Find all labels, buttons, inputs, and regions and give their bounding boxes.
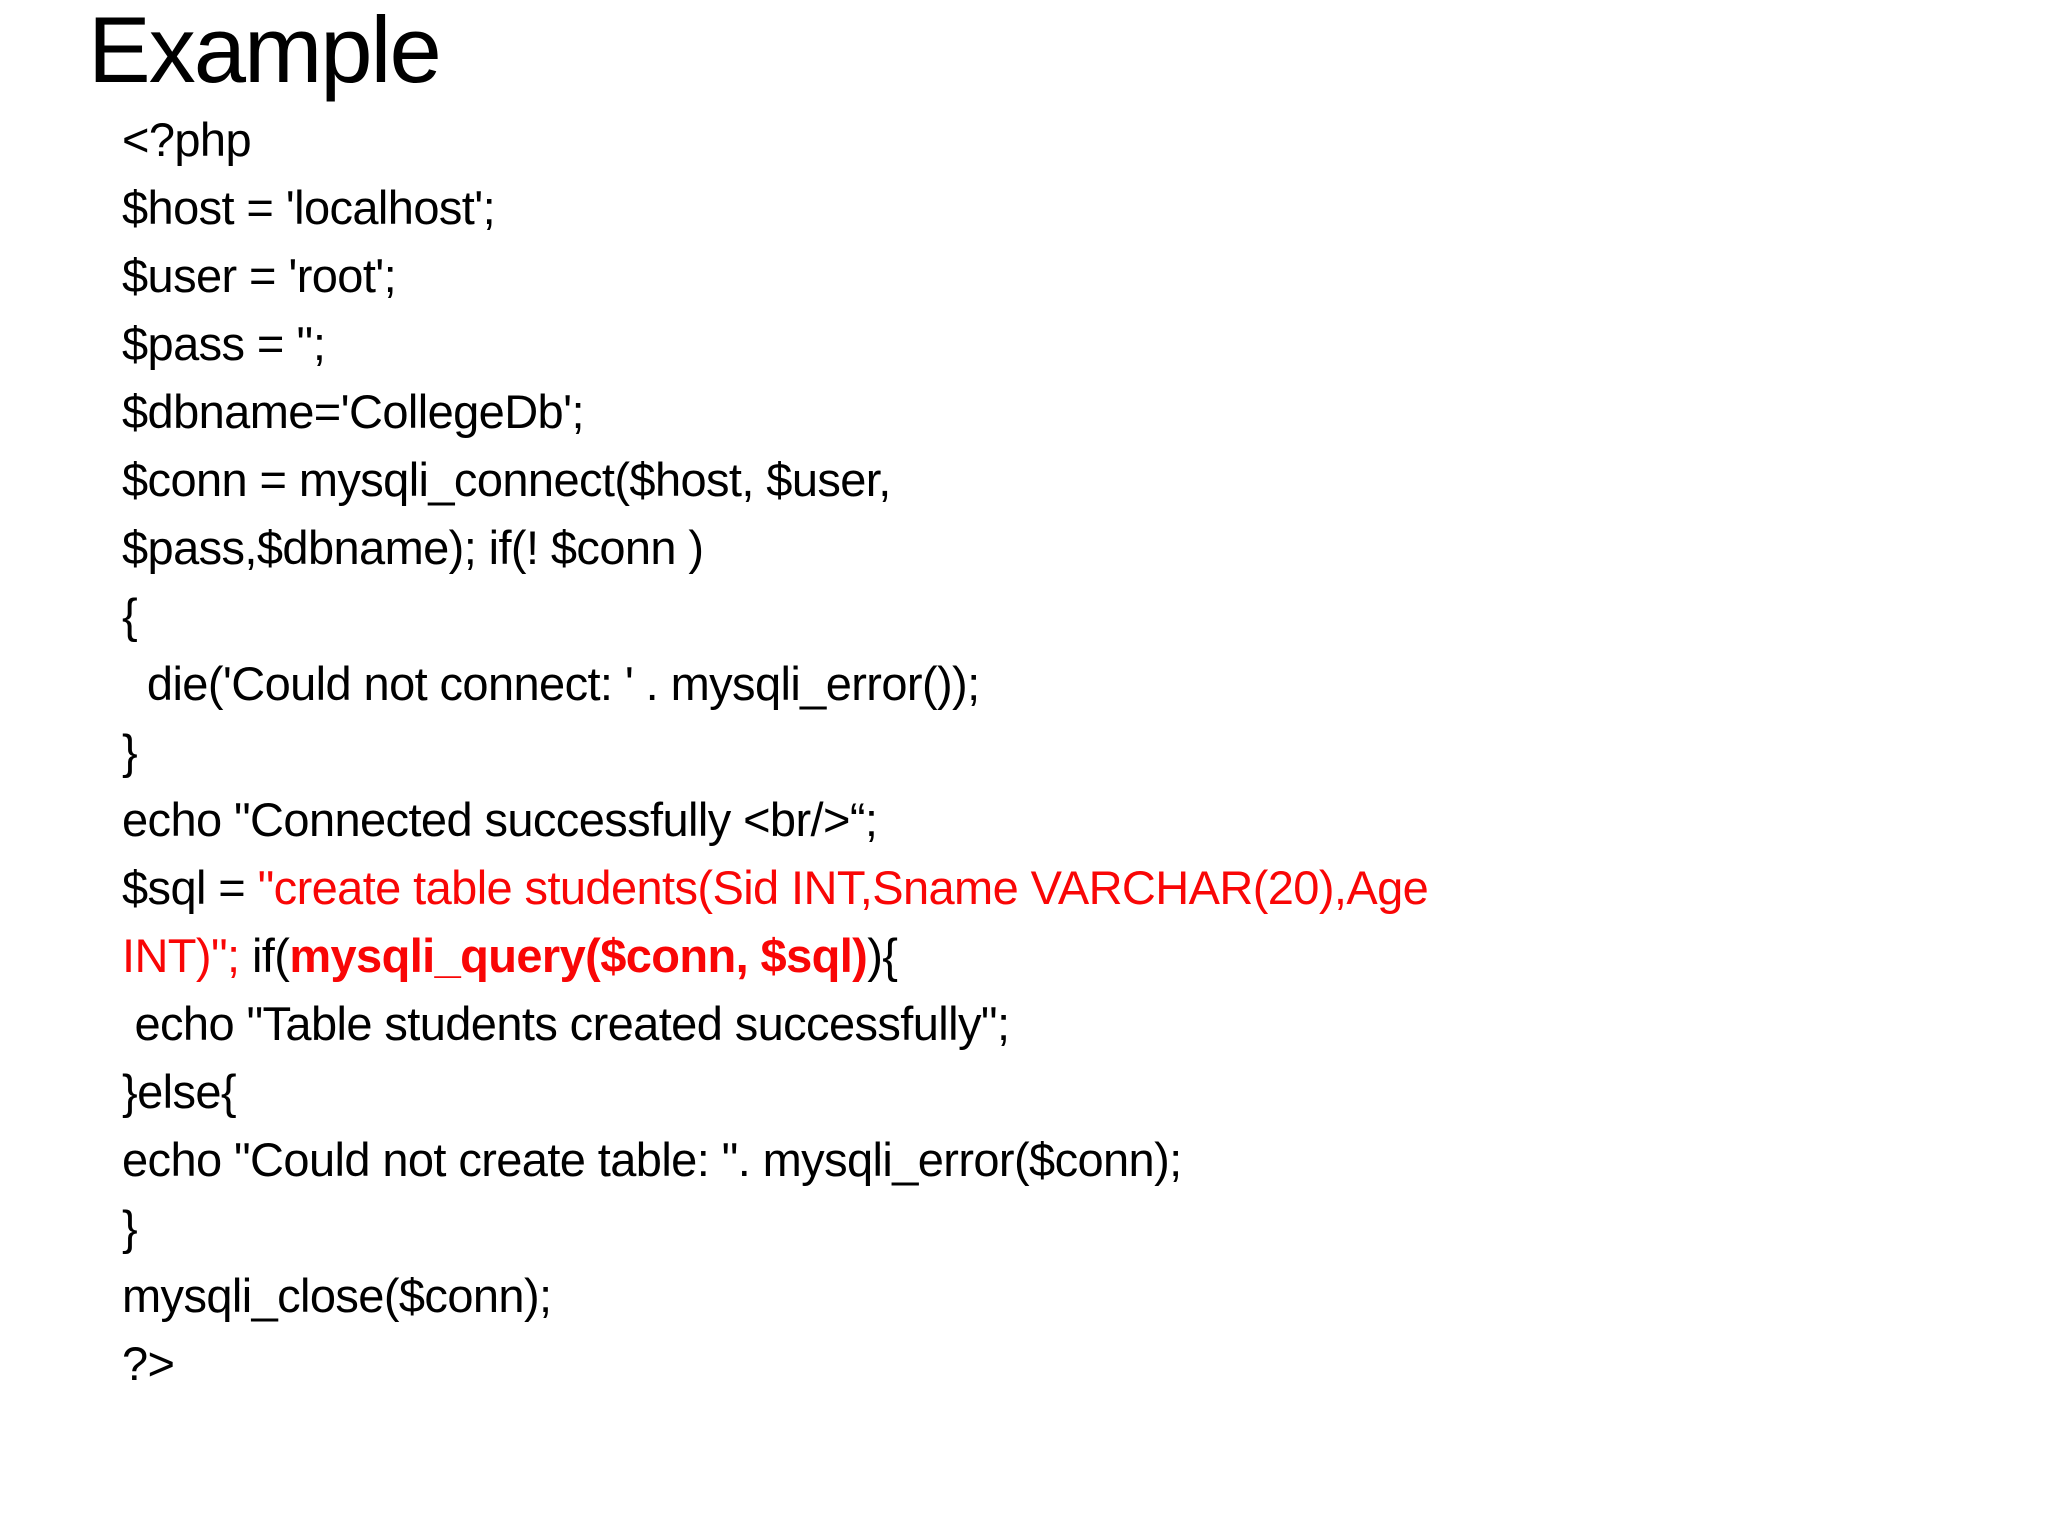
code-line: }else{	[122, 1058, 1722, 1126]
code-segment: {	[122, 589, 138, 642]
code-segment: $sql =	[122, 861, 258, 914]
code-line: {	[122, 582, 1722, 650]
page-title: Example	[88, 0, 442, 102]
code-line: die('Could not connect: ' . mysqli_error…	[122, 650, 1722, 718]
code-segment: if(	[251, 929, 290, 982]
code-line: $pass = '';	[122, 310, 1722, 378]
code-segment-highlight: mysqli_query($conn, $sql)	[289, 929, 868, 982]
code-segment: ){	[867, 929, 898, 982]
code-line: echo "Connected successfully <br/>“;	[122, 786, 1722, 854]
code-segment: <?php	[122, 113, 252, 166]
code-line: <?php	[122, 106, 1722, 174]
code-line: echo "Could not create table: ". mysqli_…	[122, 1126, 1722, 1194]
code-segment: ?>	[122, 1337, 175, 1390]
code-line: mysqli_close($conn);	[122, 1262, 1722, 1330]
code-segment-highlight: "create table students(Sid INT,Sname VAR…	[257, 861, 1429, 914]
code-segment: }	[122, 1201, 138, 1254]
code-segment: }	[122, 725, 138, 778]
code-segment: $host = 'localhost';	[122, 181, 496, 234]
code-line: $user = 'root';	[122, 242, 1722, 310]
code-segment: $dbname='CollegeDb';	[122, 385, 585, 438]
code-line: $dbname='CollegeDb';	[122, 378, 1722, 446]
code-line: $sql = "create table students(Sid INT,Sn…	[122, 854, 1722, 922]
code-segment: $conn = mysqli_connect($host, $user,	[122, 453, 891, 506]
code-line: $host = 'localhost';	[122, 174, 1722, 242]
code-line: INT)"; if(mysqli_query($conn, $sql)){	[122, 922, 1722, 990]
code-segment: echo "Table students created successfull…	[122, 997, 1010, 1050]
code-block: <?php $host = 'localhost'; $user = 'root';…	[122, 106, 1722, 1398]
code-segment: echo "Could not create table: ". mysqli_…	[122, 1133, 1182, 1186]
code-line: $conn = mysqli_connect($host, $user,	[122, 446, 1722, 514]
code-segment-highlight: INT)";	[122, 929, 252, 982]
code-segment: mysqli_close($conn);	[122, 1269, 552, 1322]
code-segment: $user = 'root';	[122, 249, 397, 302]
code-segment: die('Could not connect: ' . mysqli_error…	[122, 657, 980, 710]
code-line: }	[122, 718, 1722, 786]
code-segment: $pass = '';	[122, 317, 326, 370]
code-segment: $pass,$dbname); if(! $conn )	[122, 521, 704, 574]
code-line: ?>	[122, 1330, 1722, 1398]
code-line: echo "Table students created successfull…	[122, 990, 1722, 1058]
code-line: }	[122, 1194, 1722, 1262]
code-segment: }else{	[122, 1065, 237, 1118]
code-line: $pass,$dbname); if(! $conn )	[122, 514, 1722, 582]
code-segment: echo "Connected successfully <br/>“;	[122, 793, 878, 846]
